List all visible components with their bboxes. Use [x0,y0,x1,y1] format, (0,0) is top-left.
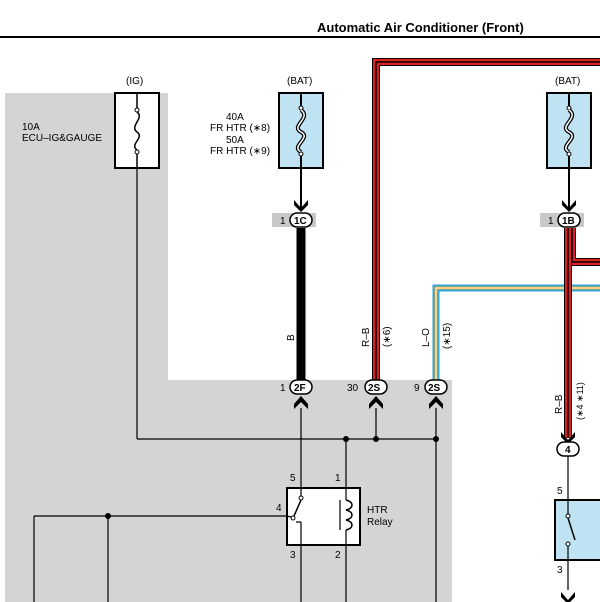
connector-2s-9-id: 2S [428,383,441,394]
wire-lo [432,284,600,385]
fuse-fr-htr-line1: 40A [226,112,244,123]
relay-right-pin-3: 3 [557,565,563,576]
wire-label-rb-1: R–B [361,327,372,347]
fuse-fr-htr-line3: 50A [226,135,244,146]
connector-1b-pin: 1 [548,216,554,227]
connector-2s-30-id: 2S [368,383,381,394]
ig-source-label: (IG) [126,76,143,87]
htr-relay-pin-3: 3 [290,550,296,561]
connector-1c: 1C 1 [272,200,316,228]
relay-right [554,499,600,602]
bat-source-label-1: (BAT) [287,76,312,87]
fuse-ecu-ig-name: ECU–IG&GAUGE [22,133,102,144]
fuse-ecu-ig-rating: 10A [22,122,40,133]
connector-1c-id: 1C [294,216,307,227]
wire-label-b: B [286,334,297,341]
wire-rb-1 [372,58,600,385]
connector-2s-9-pin: 9 [414,383,420,394]
wire-rb-2 [564,228,600,438]
connector-1c-pin: 1 [280,216,286,227]
wire-label-rb-1-note: (∗6) [382,326,393,347]
htr-relay-pin-2: 2 [335,550,341,561]
htr-relay-pin-5: 5 [290,473,296,484]
connector-4-id: 4 [565,445,571,456]
bat-source-label-2: (BAT) [555,76,580,87]
wire-label-rb-2-note: (∗4 ∗11) [575,382,585,420]
htr-relay-pin-4: 4 [276,503,282,514]
junction-dot [105,513,111,519]
connector-2s-9: 2S 9 [414,379,448,409]
junction-dot [373,436,379,442]
wire-label-lo-note: (∗15) [442,323,453,349]
connector-2f: 2F 1 [280,379,313,409]
fuse-fr-htr-line2: FR HTR (∗8) [210,123,270,134]
fuse-ecu-ig-icon [134,93,140,168]
htr-relay-name-2: Relay [367,517,393,528]
fuse-fr-htr-icon [295,93,307,168]
page-title: Automatic Air Conditioner (Front) [317,20,524,35]
fuse-fr-htr-line4: FR HTR (∗9) [210,146,270,157]
connector-2f-id: 2F [294,383,306,394]
junction-dot [433,436,439,442]
htr-relay-pin-1: 1 [335,473,341,484]
wire-label-lo: L–O [421,328,432,347]
connector-1b-id: 1B [562,216,575,227]
wire-label-rb-2: R–B [554,394,565,414]
connector-2s-30: 2S 30 [347,379,388,409]
junction-dot [343,436,349,442]
connector-4: 4 [556,432,580,457]
fuse-right-icon [563,93,575,168]
shaded-area [5,93,452,602]
connector-2s-30-pin: 30 [347,383,359,394]
relay-right-pin-5: 5 [557,486,563,497]
htr-relay-name-1: HTR [367,505,388,516]
htr-relay [286,487,361,546]
connector-1b: 1B 1 [540,200,584,228]
connector-2f-pin: 1 [280,383,286,394]
